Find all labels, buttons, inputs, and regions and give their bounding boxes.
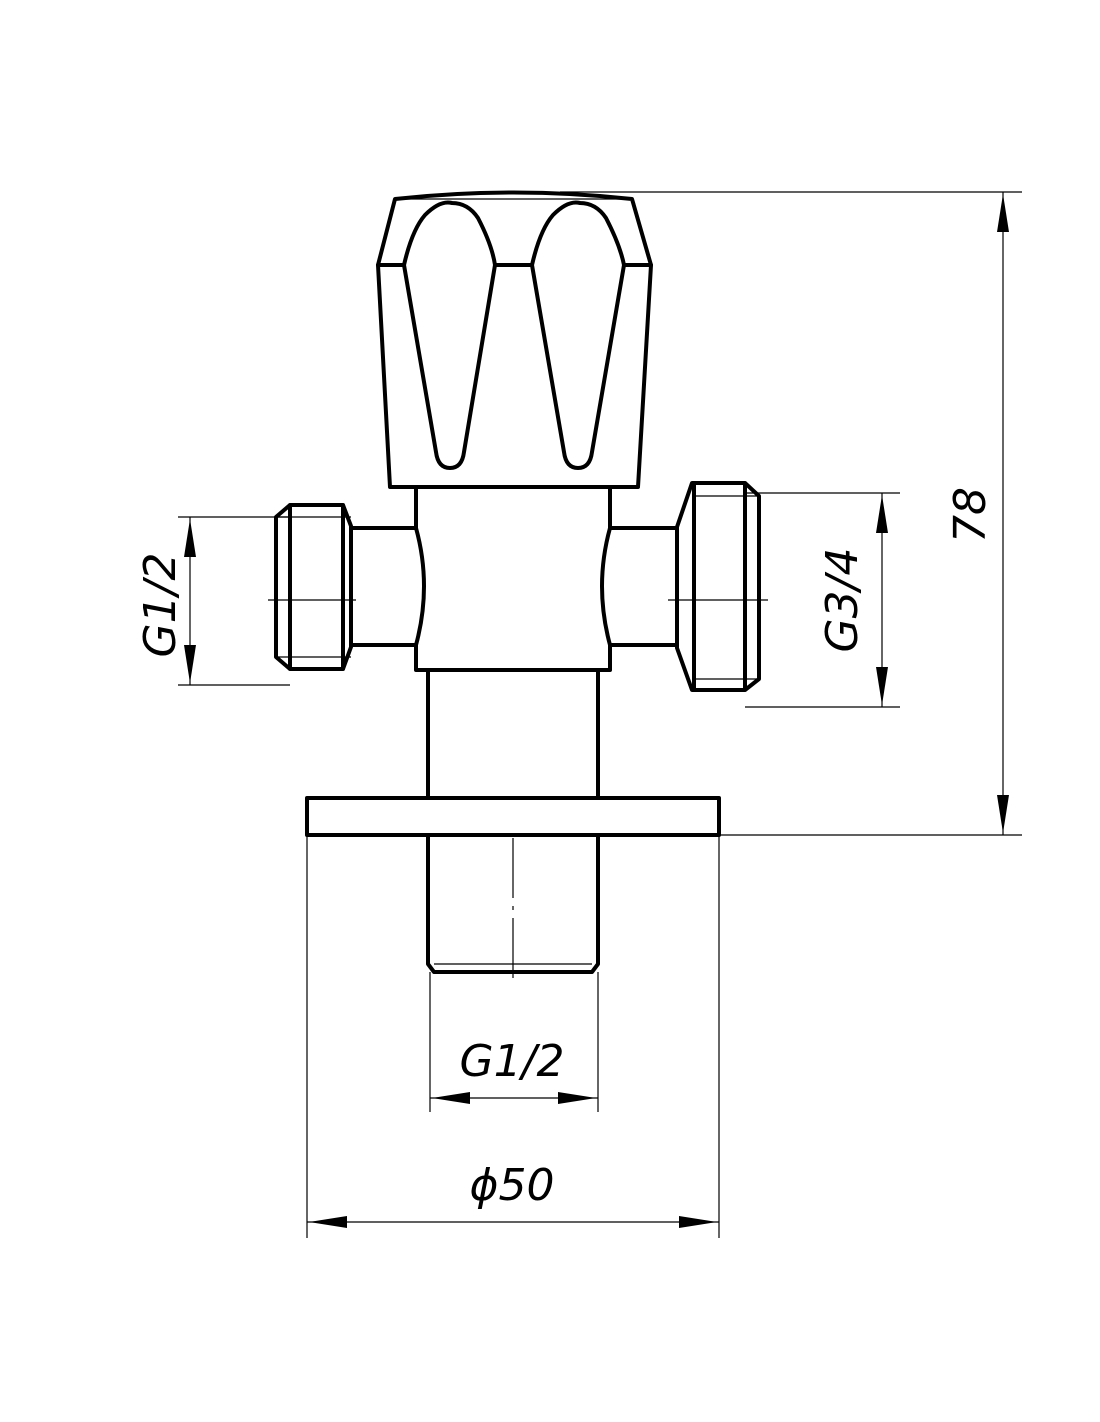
right-outlet-label: G3/4 bbox=[817, 548, 868, 653]
dimension-bottom-inlet: G1/2 bbox=[429, 972, 599, 1112]
valve-body bbox=[268, 481, 768, 985]
dimension-height: 78 bbox=[560, 191, 1022, 836]
dimension-right-outlet: G3/4 bbox=[745, 492, 900, 708]
height-label: 78 bbox=[945, 487, 996, 543]
wall-flange bbox=[305, 796, 721, 837]
right-nut bbox=[675, 481, 761, 692]
flange-diameter-label: ϕ50 bbox=[469, 1160, 554, 1211]
bottom-inlet-label: G1/2 bbox=[460, 1036, 565, 1087]
dimension-flange-diameter: ϕ50 bbox=[306, 835, 720, 1238]
left-outlet-label: G1/2 bbox=[135, 553, 186, 658]
dimension-left-outlet: G1/2 bbox=[135, 516, 290, 686]
handwheel-knob bbox=[376, 190, 653, 489]
left-nut bbox=[274, 503, 353, 671]
knob-grip-right bbox=[530, 200, 626, 470]
knob-grip-left bbox=[402, 200, 497, 470]
